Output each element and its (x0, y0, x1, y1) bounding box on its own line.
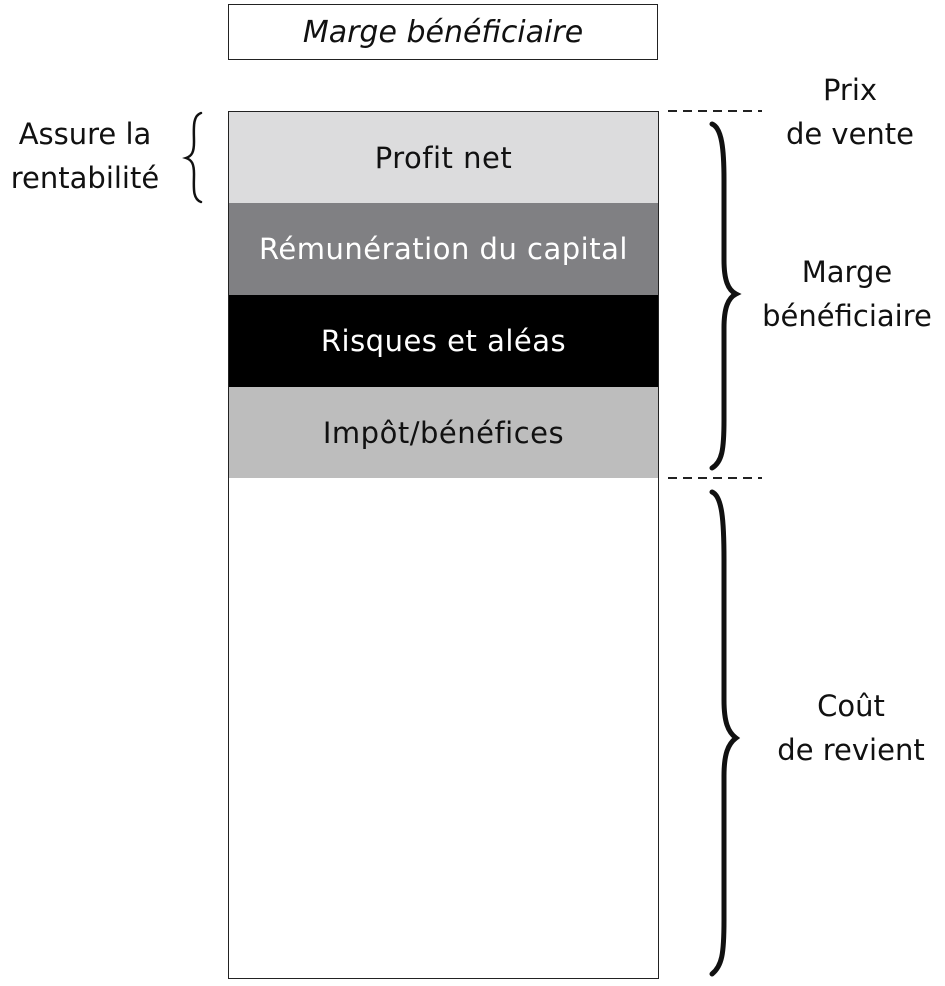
band-risques-aleas: Risques et aléas (229, 295, 658, 387)
diagram-title: Marge bénéficiaire (228, 4, 658, 60)
annotation-cout-line1: Coût (817, 689, 885, 723)
annotation-rentabilite-line1: Assure la (18, 117, 152, 151)
band-remuneration-capital: Rémunération du capital (229, 203, 658, 295)
brace-marge-icon (709, 121, 742, 471)
annotation-prix-line1: Prix (822, 73, 878, 107)
annotation-marge-beneficiaire: Marge bénéficiaire (752, 250, 942, 338)
annotation-cout-line2: de revient (777, 733, 925, 767)
brace-left-icon (182, 111, 203, 204)
annotation-marge-line2: bénéficiaire (762, 299, 932, 333)
band-profit-net: Profit net (229, 112, 658, 203)
annotation-prix-line2: de vente (785, 117, 915, 151)
annotation-rentabilite-line2: rentabilité (10, 161, 160, 195)
annotation-marge-line1: Marge (801, 255, 893, 289)
annotation-rentabilite: Assure la rentabilité (2, 112, 168, 200)
band-impot-benefices: Impôt/bénéfices (229, 387, 658, 478)
annotation-cout-de-revient: Coût de revient (765, 684, 937, 772)
brace-cout-icon (709, 489, 741, 977)
cost-stack: Profit net Rémunération du capital Risqu… (228, 111, 659, 979)
annotation-prix-de-vente: Prix de vente (770, 68, 930, 156)
